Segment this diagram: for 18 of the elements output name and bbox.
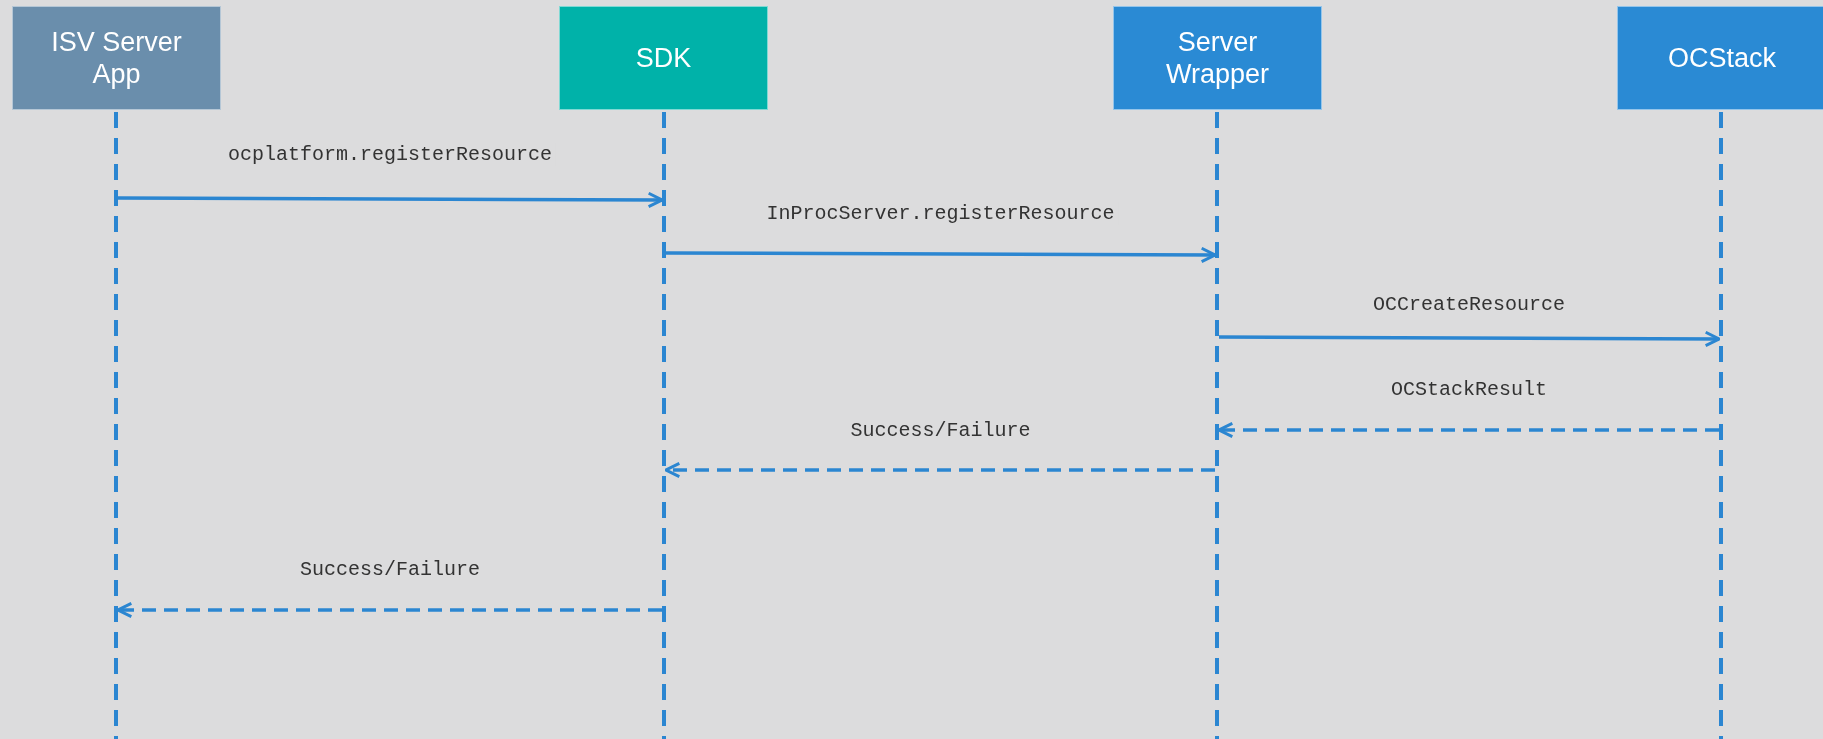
lifeline bbox=[114, 112, 118, 739]
lifeline bbox=[662, 112, 666, 739]
message-arrow bbox=[666, 246, 1217, 264]
participant-box bbox=[12, 6, 221, 110]
message-arrow bbox=[116, 601, 662, 619]
participant-box bbox=[559, 6, 768, 110]
message-arrow bbox=[1217, 421, 1719, 439]
participant-name: SDK bbox=[635, 41, 692, 75]
participant-name: ISV Server App bbox=[50, 25, 183, 91]
participant-name: OCStack bbox=[1668, 41, 1776, 75]
message-arrow bbox=[1219, 330, 1721, 348]
participant-box bbox=[1617, 6, 1823, 110]
message-arrow bbox=[664, 461, 1215, 479]
lifeline bbox=[1215, 112, 1219, 739]
participant-name: Server Wrapper bbox=[1164, 25, 1270, 91]
participant-box bbox=[1113, 6, 1322, 110]
lifeline bbox=[1719, 112, 1723, 739]
message-arrow bbox=[118, 191, 664, 209]
